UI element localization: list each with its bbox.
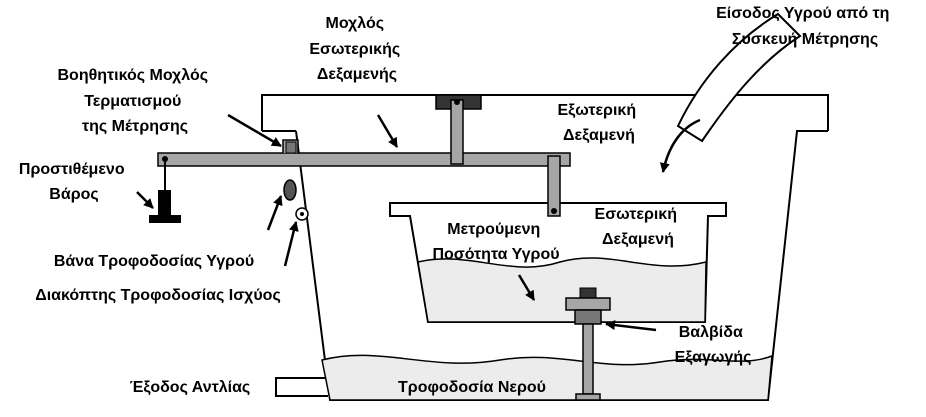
- label-fluid-supply-valve: Βάνα Τροφοδοσίας Υγρού: [54, 253, 254, 270]
- hanger-pin: [454, 99, 460, 105]
- label-power-supply-switch: Διακόπτης Τροφοδοσίας Ισχύος: [35, 287, 281, 304]
- lever-hanger: [450, 99, 464, 165]
- inner-tank-link: [547, 155, 561, 217]
- auxiliary-stop-lever: [282, 139, 299, 154]
- label-water-supply: Τροφοδοσία Νερού: [398, 379, 546, 396]
- label-auxiliary-lever: Βοηθητικός Μοχλός Τερματισμού της Μέτρησ…: [57, 67, 212, 135]
- label-fluid-inlet: Είσοδος Υγρού από τη Συσκευή Μέτρησης: [716, 5, 894, 48]
- label-pump-outlet: Έξοδος Αντλίας: [130, 379, 251, 396]
- inner-link-pin: [551, 208, 557, 214]
- label-drain-valve: Βαλβίδα Εξαγωγής: [675, 324, 752, 366]
- label-inner-tank-lever: Μοχλός Εσωτερικής Δεξαμενής: [309, 15, 404, 83]
- label-inner-tank: Εσωτερική Δεξαμενή: [595, 206, 682, 248]
- callout-arrows: [136, 113, 701, 332]
- lever-pivot-left: [162, 156, 168, 162]
- inner-tank-liquid: [417, 257, 707, 323]
- label-outer-tank: Εξωτερική Δεξαμενή: [557, 102, 640, 144]
- drain-valve: [565, 287, 611, 401]
- power-switch: [295, 207, 309, 221]
- fluid-inlet-pipe: [676, 12, 802, 143]
- outer-tank-water: [321, 354, 773, 401]
- fluid-supply-valve-knob: [283, 179, 297, 201]
- main-lever-beam: [157, 152, 571, 167]
- added-weight: [149, 162, 181, 223]
- label-added-weight: Προστιθέμενο Βάρος: [19, 161, 129, 203]
- label-measured-quantity: Μετρούμενη Ποσότητα Υγρού: [432, 221, 559, 263]
